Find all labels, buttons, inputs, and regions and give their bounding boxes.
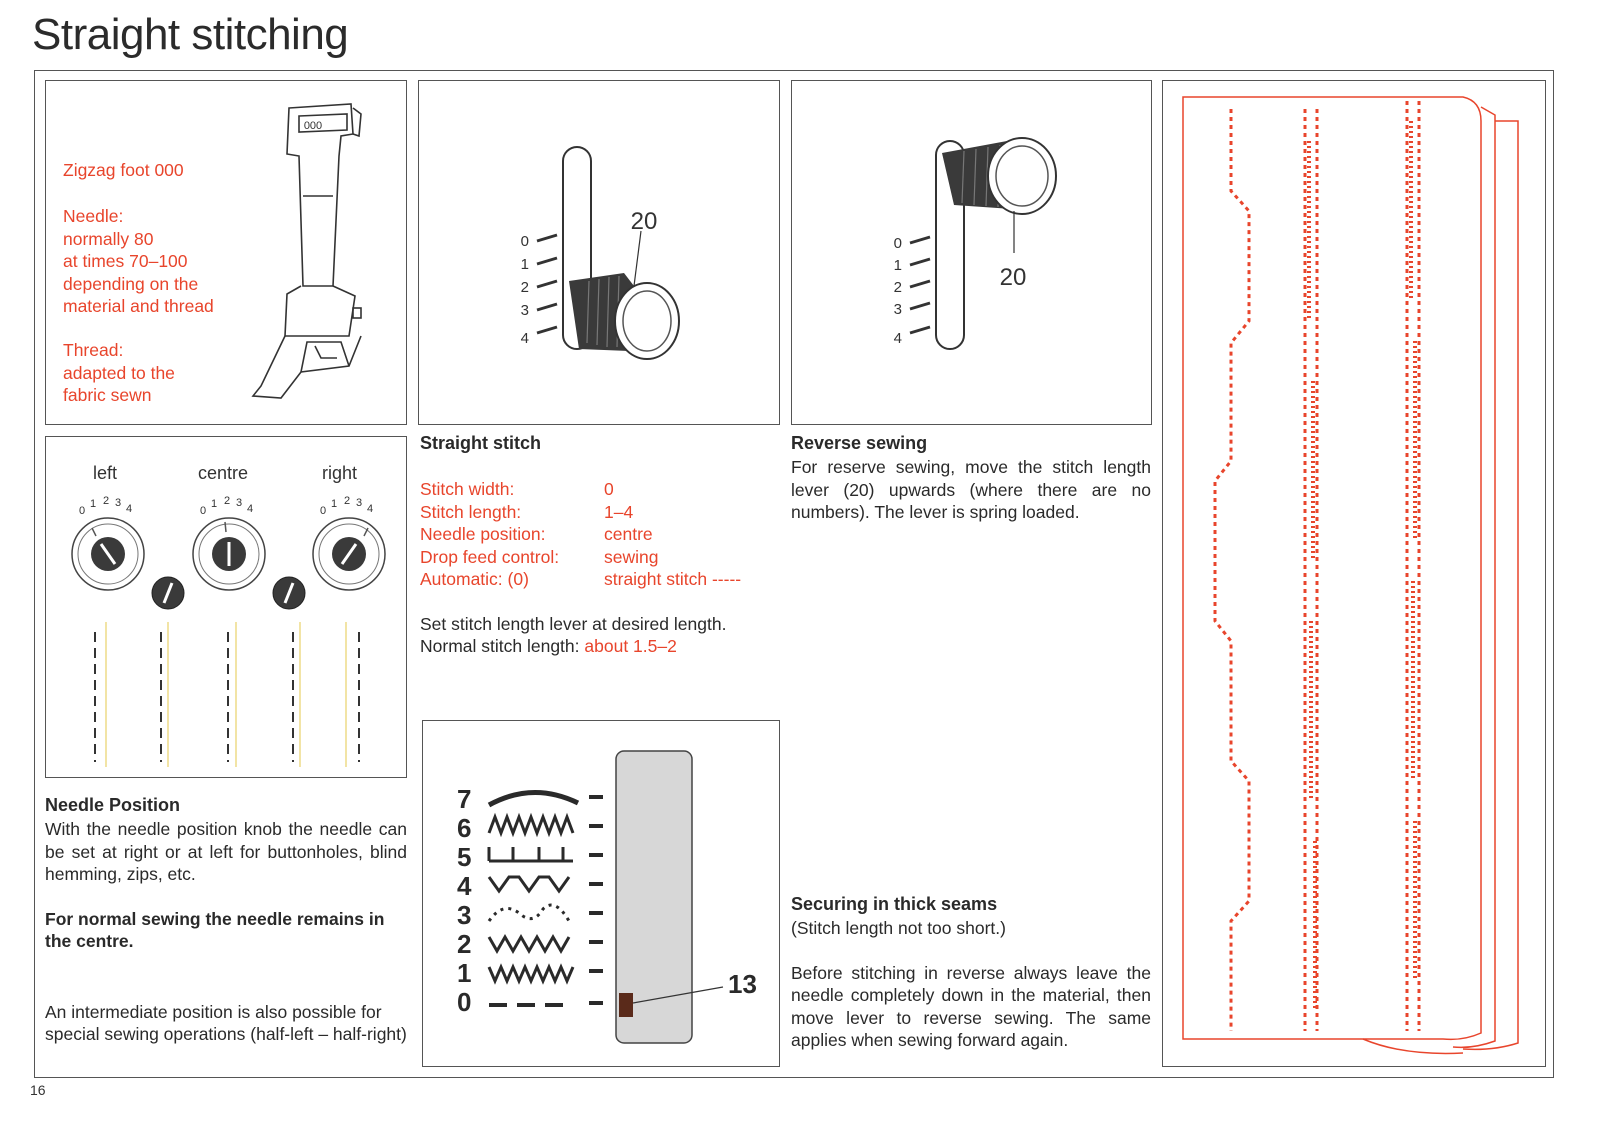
- settings-table: Stitch width:0 Stitch length:1–4 Needle …: [420, 478, 792, 591]
- securing-paragraph: Before stitching in reverse always leave…: [791, 962, 1151, 1051]
- needle-position-diagrams: 0 1 2 3 4 0 1 2 3 4 0 1 2: [71, 495, 386, 767]
- set-length-instruction: Set stitch length lever at desired lengt…: [420, 613, 727, 634]
- reverse-lever-panel: 0 1 2 3 4 20: [791, 80, 1152, 425]
- position-label-right: right: [322, 463, 358, 483]
- pattern-number: 2: [457, 929, 471, 959]
- pattern-number: 0: [457, 987, 471, 1017]
- page-number: 16: [30, 1082, 46, 1098]
- setting-row: Stitch length:1–4: [420, 501, 634, 522]
- dial-number: 1: [211, 498, 217, 510]
- presser-foot-illustration: 000: [251, 103, 362, 399]
- setting-row: Needle position:centre: [420, 524, 653, 544]
- securing-subheading: (Stitch length not too short.): [791, 918, 1006, 938]
- dial-left: 0 1 2 3 4: [71, 495, 145, 591]
- dial-centre: 0 1 2 3 4: [192, 495, 266, 591]
- fabric-seam-panel: [1162, 80, 1546, 1067]
- scale-number: 2: [521, 279, 529, 296]
- scale-number: 0: [894, 235, 902, 252]
- scale-number: 2: [894, 279, 902, 296]
- normal-length-line: Normal stitch length: about 1.5–2: [420, 636, 677, 656]
- intermediate-position-note: An intermediate position is also possibl…: [45, 1001, 407, 1045]
- reverse-sewing-section: Reverse sewing For reserve sewing, move …: [791, 433, 1151, 524]
- securing-section: Securing in thick seams (Stitch length n…: [791, 894, 1151, 1052]
- needle-position-heading: Needle Position: [45, 795, 181, 815]
- pattern-number: 3: [457, 900, 471, 930]
- straight-stitch-section: Straight stitch Stitch width:0 Stitch le…: [420, 433, 792, 658]
- dial-number: 3: [356, 497, 362, 509]
- pattern-number: 4: [457, 871, 472, 901]
- dial-number: 3: [236, 497, 242, 509]
- needle-info: Needle: normally 80 at times 70–100 depe…: [63, 206, 214, 316]
- setting-row: Drop feed control:sewing: [420, 546, 659, 567]
- automatic-selector-panel: 7 6 5 4 3 2 1 0: [422, 720, 780, 1067]
- needle-position-paragraph: With the needle position knob the needle…: [45, 819, 407, 884]
- needle-position-note: For normal sewing the needle remains in …: [45, 908, 385, 952]
- scale-number: 3: [894, 301, 902, 318]
- needle-position-section: Needle Position With the needle position…: [45, 795, 407, 1046]
- pattern-number: 1: [457, 958, 471, 988]
- reverse-sewing-heading: Reverse sewing: [791, 433, 928, 453]
- setting-row: Automatic: (0)straight stitch -----: [420, 569, 742, 589]
- dial-number: 0: [320, 505, 326, 517]
- scale-number: 0: [521, 233, 529, 250]
- dial-number: 0: [79, 505, 85, 517]
- dial-number: 4: [367, 503, 373, 515]
- outer-frame: [34, 70, 1554, 1078]
- dial-number: 4: [126, 503, 132, 515]
- setting-row: Stitch width:0: [420, 479, 614, 499]
- dial-number: 4: [247, 503, 253, 515]
- dial-number: 2: [224, 495, 230, 507]
- needle-positions-panel: left centre right 0 1 2 3 4 0 1 2 3 4: [45, 436, 407, 778]
- stitch-length-lever-illustration: 0 1 2 3 4 20: [521, 146, 680, 360]
- fabric-guide-lines: [105, 622, 347, 767]
- stitch-lines: [94, 632, 360, 762]
- pattern-number: 5: [457, 842, 471, 872]
- selector-label: 13: [728, 969, 757, 999]
- position-label-left: left: [93, 463, 118, 483]
- page-title: Straight stitching: [32, 10, 349, 59]
- dial-number: 2: [103, 495, 109, 507]
- securing-heading: Securing in thick seams: [791, 894, 998, 914]
- straight-stitch-heading: Straight stitch: [420, 433, 542, 453]
- scale-number: 1: [521, 256, 529, 273]
- scale-number: 3: [521, 302, 529, 319]
- dial-number: 3: [115, 497, 121, 509]
- fabric-seam-illustration: [1182, 96, 1519, 1055]
- dial-number: 2: [344, 495, 350, 507]
- scale-number: 1: [894, 257, 902, 274]
- automatic-selector-illustration: 7 6 5 4 3 2 1 0: [457, 750, 757, 1044]
- presser-foot-panel: Zigzag foot 000 Needle: normally 80 at t…: [45, 80, 407, 425]
- dial-right: 0 1 2 3 4: [312, 495, 386, 591]
- scale-number: 4: [521, 330, 529, 347]
- reverse-lever-illustration: 0 1 2 3 4 20: [894, 137, 1057, 350]
- dial-number: 0: [200, 505, 206, 517]
- stitch-length-lever-panel: 0 1 2 3 4 20: [418, 80, 780, 425]
- lever-label: 20: [631, 208, 658, 235]
- foot-name: Zigzag foot 000: [63, 160, 184, 180]
- pattern-number: 6: [457, 813, 471, 843]
- lever-label: 20: [1000, 264, 1027, 291]
- dial-number: 1: [331, 498, 337, 510]
- position-label-centre: centre: [198, 463, 249, 483]
- small-knob: [151, 576, 185, 610]
- normal-length-value: about 1.5–2: [584, 636, 677, 656]
- dial-number: 1: [90, 498, 96, 510]
- pattern-number: 7: [457, 784, 471, 814]
- reverse-sewing-paragraph: For reserve sewing, move the stitch leng…: [791, 457, 1151, 522]
- scale-number: 4: [894, 330, 902, 347]
- thread-info: Thread: adapted to the fabric sewn: [63, 340, 175, 405]
- small-knob: [272, 576, 306, 610]
- foot-marking: 000: [304, 120, 322, 132]
